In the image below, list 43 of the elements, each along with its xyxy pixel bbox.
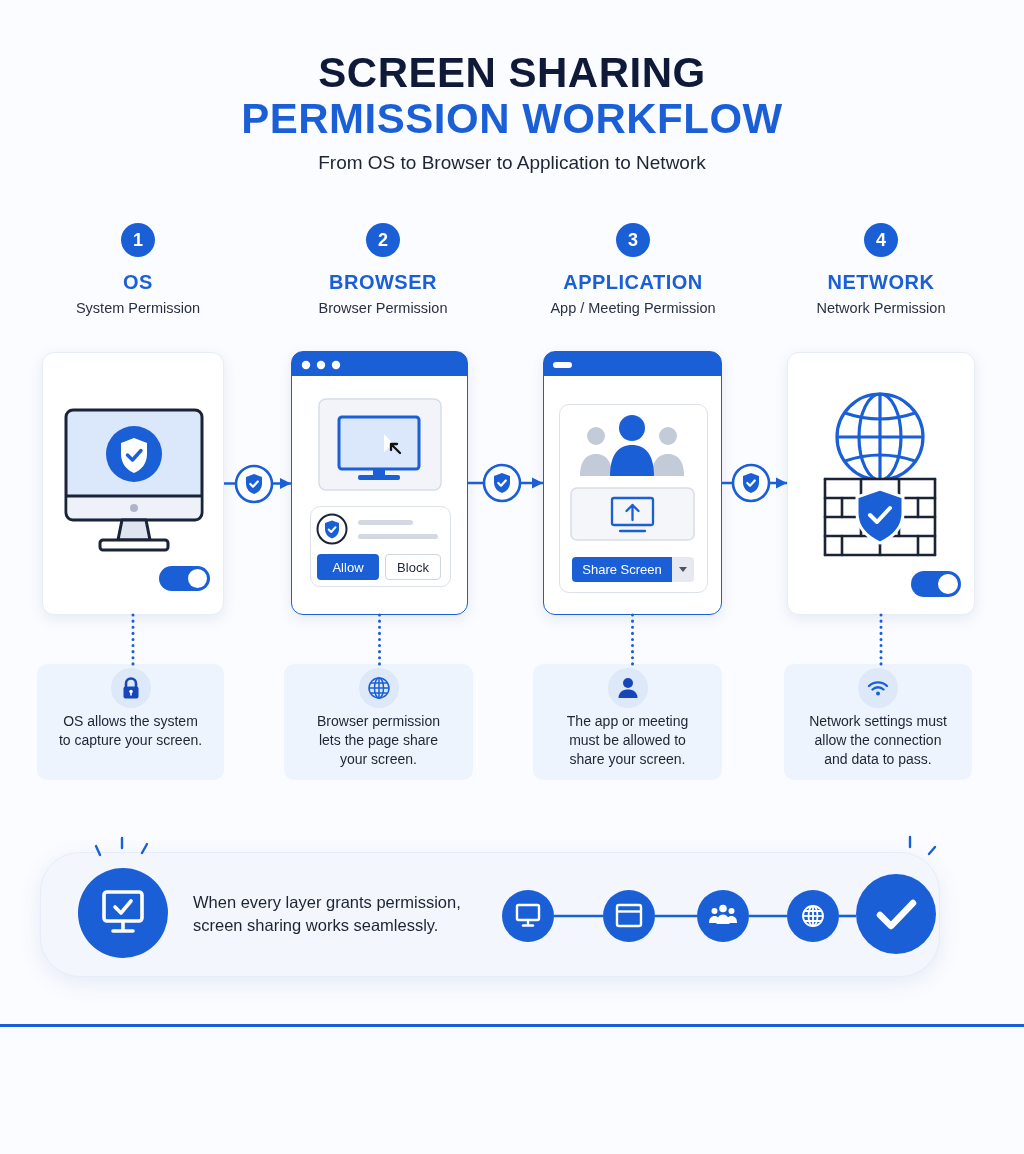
step-number: 1: [121, 223, 155, 257]
description-text: OS allows the system to capture your screen.: [57, 712, 204, 750]
dotted-connector: [879, 613, 883, 666]
app-window: [543, 351, 722, 615]
card-panel: [787, 352, 975, 615]
stage-subheading: Browser Permission: [317, 299, 449, 318]
checkmark-icon: [856, 874, 936, 954]
stage-subheading: App / Meeting Permission: [549, 299, 717, 318]
stage-heading: BROWSER: [328, 270, 438, 294]
connector-line: [554, 914, 603, 918]
dotted-connector: [631, 613, 634, 666]
connector-line: [749, 914, 787, 918]
stage-subheading: System Permission: [74, 299, 202, 318]
description-card: [37, 664, 224, 780]
people-icon: [697, 890, 749, 942]
stage-heading: APPLICATION: [562, 270, 704, 294]
description-card: [284, 664, 473, 780]
split-button: Share Screen: [572, 557, 694, 582]
step-number: 2: [366, 223, 400, 257]
summary-banner: [40, 852, 940, 977]
globe-icon: [787, 890, 839, 942]
stage-heading: OS: [122, 270, 154, 294]
step-number: 4: [864, 223, 898, 257]
card-panel: [42, 352, 224, 615]
dotted-connector: [378, 613, 381, 666]
connector-line: [839, 914, 856, 918]
description-card: [784, 664, 972, 780]
browser-window-icon: [603, 890, 655, 942]
description-text: Browser permission lets the page share your screen.: [316, 712, 441, 769]
primary-button: Allow: [317, 554, 379, 580]
stage-subheading: Network Permission: [815, 299, 947, 318]
browser-window: [291, 351, 468, 615]
subtitle: From OS to Browser to Application to Network: [317, 151, 707, 175]
dotted-connector: [131, 613, 135, 666]
summary-text: When every layer grants permission, screen sharing works seamlessly.: [193, 892, 462, 936]
description-text: The app or meeting must be allowed to share your screen.: [565, 712, 690, 769]
connector-line: [655, 914, 697, 918]
step-number: 3: [616, 223, 650, 257]
stage-heading: NETWORK: [826, 270, 936, 294]
description-text: Network settings must allow the connection and data to pass.: [808, 712, 948, 769]
description-card: [533, 664, 722, 780]
secondary-button: Block: [385, 554, 441, 580]
monitor-icon: [502, 890, 554, 942]
